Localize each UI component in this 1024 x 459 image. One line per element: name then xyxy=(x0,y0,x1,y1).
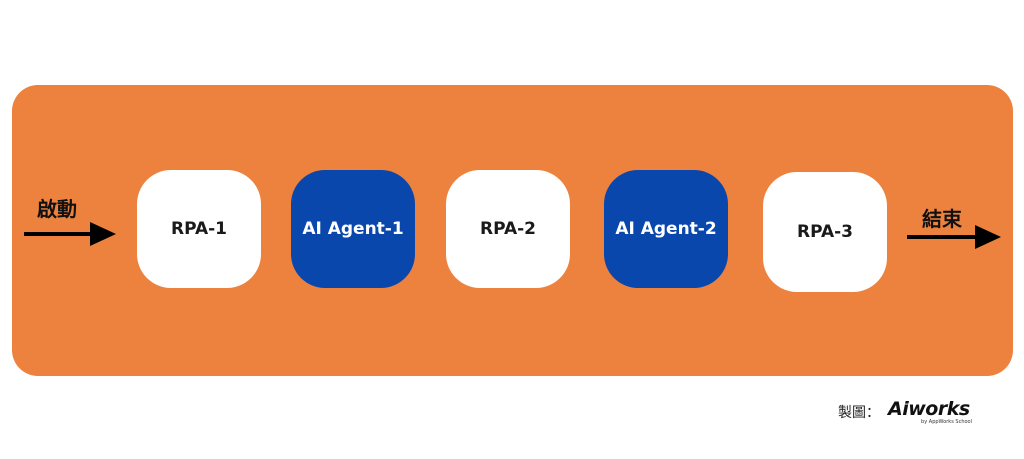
step-rpa-2: RPA-2 xyxy=(446,170,570,288)
end-label: 結束 xyxy=(922,207,962,231)
aiworks-logo: Aiworks by AppWorks School xyxy=(888,398,972,428)
step-ai-agent-1: AI Agent-1 xyxy=(291,170,415,288)
start-label: 啟動 xyxy=(37,197,77,221)
step-label: RPA-3 xyxy=(796,222,854,242)
logo-text: Aiworks xyxy=(888,398,970,420)
logo-subtext: by AppWorks School xyxy=(921,419,972,425)
step-label: AI Agent-1 xyxy=(302,219,404,239)
credit: 製圖： Aiworks by AppWorks School xyxy=(838,398,972,428)
step-ai-agent-2: AI Agent-2 xyxy=(604,170,728,288)
step-rpa-1: RPA-1 xyxy=(137,170,261,288)
end-arrow xyxy=(907,225,1001,249)
step-label: AI Agent-2 xyxy=(615,219,717,239)
step-rpa-3: RPA-3 xyxy=(763,172,887,292)
credit-label: 製圖： xyxy=(838,405,880,421)
start-arrow xyxy=(24,222,116,246)
step-label: RPA-2 xyxy=(479,219,537,239)
step-label: RPA-1 xyxy=(170,219,228,239)
